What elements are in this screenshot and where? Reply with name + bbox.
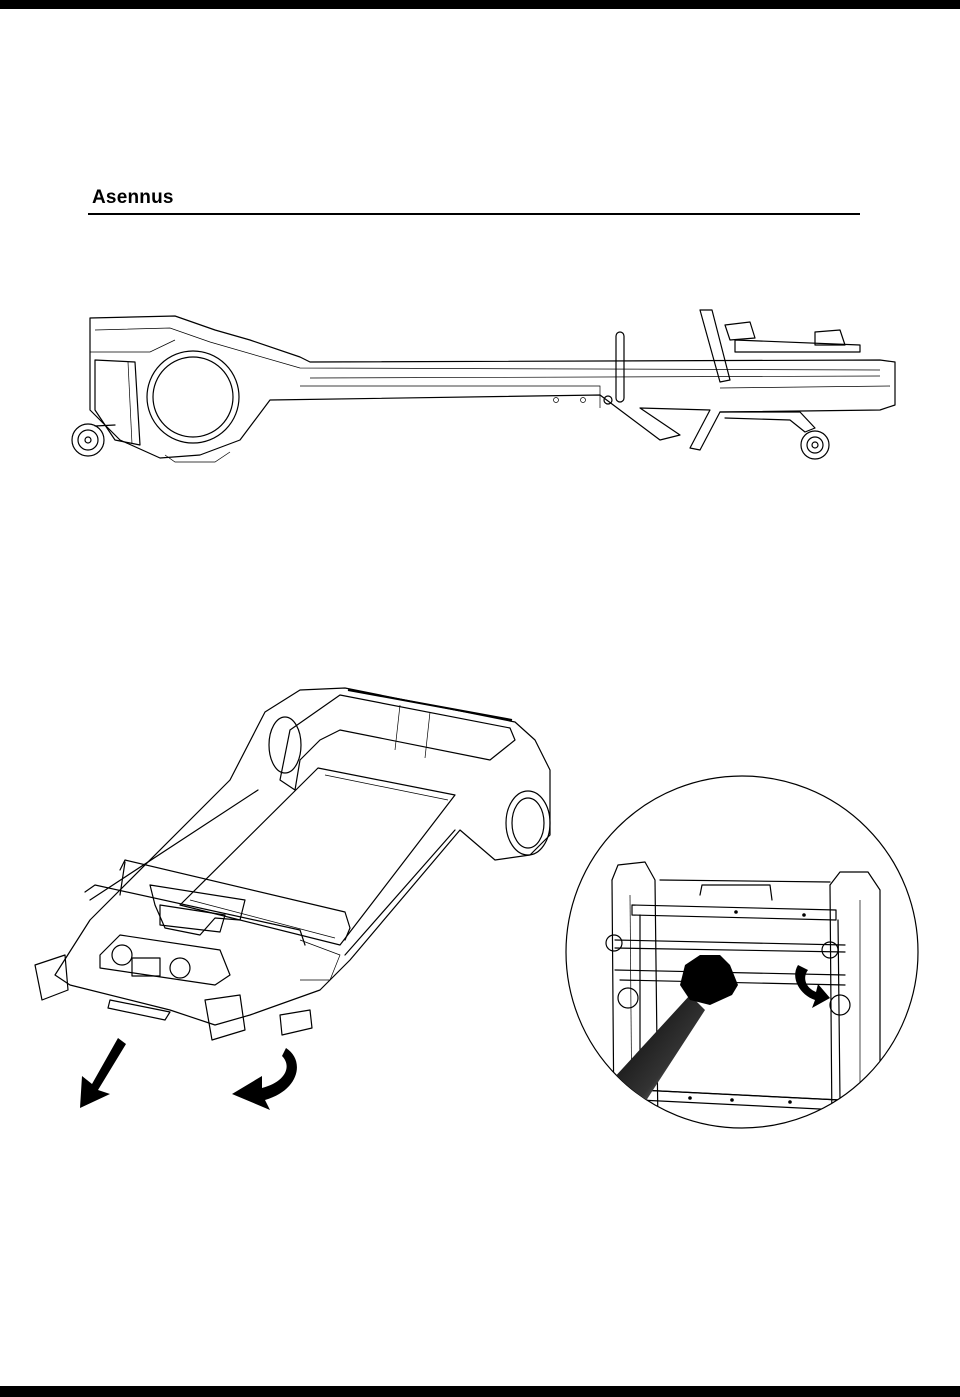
page-bottom-border	[0, 1386, 960, 1397]
heading-underline	[88, 213, 860, 215]
page-top-border	[0, 0, 960, 9]
section-heading: Asennus	[92, 187, 174, 208]
